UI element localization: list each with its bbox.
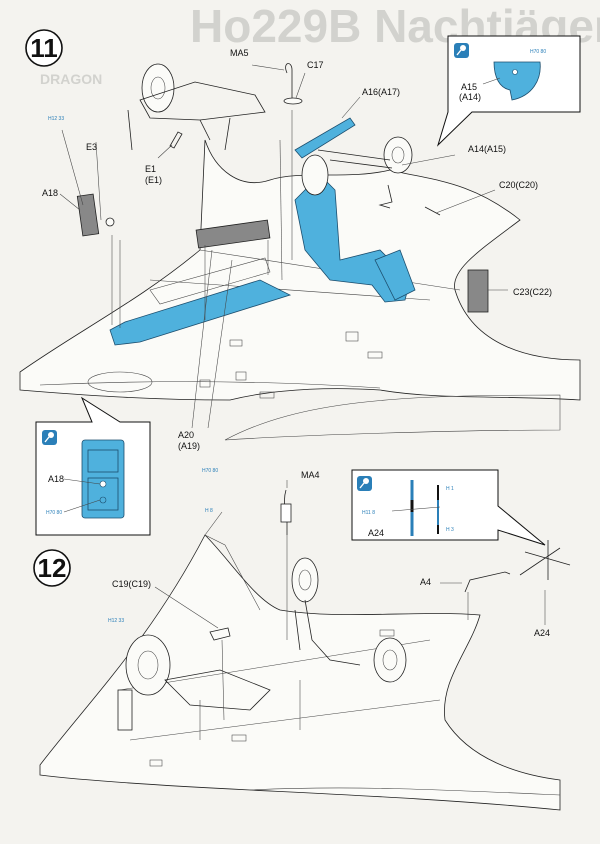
ghost-subtitle: DRAGON bbox=[40, 71, 102, 87]
wheel-left bbox=[125, 634, 171, 696]
part-c23 bbox=[467, 269, 489, 313]
wheel-left bbox=[141, 63, 175, 113]
step-11: 11 bbox=[19, 29, 581, 536]
gear-bay-a16 bbox=[294, 117, 356, 159]
wing-panel-part bbox=[195, 219, 271, 249]
label-e3: E3 bbox=[86, 142, 97, 152]
label-a14: A14(A15) bbox=[468, 144, 506, 154]
step-number-circle bbox=[25, 29, 63, 67]
label-a20: A20 bbox=[178, 430, 194, 440]
part-c19 bbox=[209, 627, 231, 641]
label-a18: A18 bbox=[42, 188, 58, 198]
label-c23: C23(C22) bbox=[513, 287, 552, 297]
part-ma5 bbox=[285, 63, 293, 98]
label-a16: A16(A17) bbox=[362, 87, 400, 97]
inset-a18: A18 H70 80 bbox=[35, 396, 151, 536]
wheel-well-panel bbox=[109, 279, 292, 346]
wheel-nose bbox=[291, 557, 319, 603]
inset-a15-code: H70 80 bbox=[530, 49, 546, 55]
inset-a24-code-1: H 1 bbox=[446, 486, 454, 492]
step-number: 11 bbox=[30, 33, 58, 63]
inset-a24-code-2: H11 8 bbox=[362, 510, 375, 516]
paint-code-ma4: H 8 bbox=[205, 508, 213, 514]
leader-lines-11 bbox=[59, 64, 508, 429]
inset-a18-label: A18 bbox=[48, 474, 64, 484]
label-a24: A24 bbox=[534, 628, 550, 638]
label-c20: C20(C20) bbox=[499, 180, 538, 190]
paint-code-a18: H12 33 bbox=[48, 116, 64, 122]
step-number-circle bbox=[33, 549, 71, 587]
wing-underside bbox=[39, 534, 561, 811]
inset-a18-code: H70 80 bbox=[46, 510, 62, 516]
part-a24 bbox=[519, 540, 571, 580]
inset-a15: H70 80 A15 (A14) bbox=[436, 35, 581, 147]
inset-a24: H 1 H11 8 H 3 A24 bbox=[351, 469, 546, 546]
label-c19: C19(C19) bbox=[112, 579, 151, 589]
header-ghost: Ho229B Nachtjäger DRAGON bbox=[40, 0, 600, 87]
part-a18 bbox=[76, 193, 100, 237]
label-a20-alt: (A19) bbox=[178, 441, 200, 451]
step-12: 12 bbox=[33, 469, 571, 811]
inset-a15-label: A15 bbox=[461, 82, 477, 92]
label-e1: E1 bbox=[145, 164, 156, 174]
label-e1-alt: (E1) bbox=[145, 175, 162, 185]
step-number: 12 bbox=[38, 553, 67, 583]
inset-a24-label: A24 bbox=[368, 528, 384, 538]
label-ma5: MA5 bbox=[230, 48, 249, 58]
inset-a24-code-3: H 3 bbox=[446, 527, 454, 533]
paint-code-c19: H12 33 bbox=[108, 618, 124, 624]
inset-a15-label-alt: (A14) bbox=[459, 92, 481, 102]
label-c17: C17 bbox=[307, 60, 324, 70]
wheel-right bbox=[373, 637, 407, 683]
wheel-right bbox=[383, 136, 413, 174]
paint-code-a20: H70 80 bbox=[202, 468, 218, 474]
leader-lines-12 bbox=[154, 480, 546, 721]
label-ma4: MA4 bbox=[301, 470, 320, 480]
part-a4 bbox=[464, 571, 511, 593]
label-a4: A4 bbox=[420, 577, 431, 587]
